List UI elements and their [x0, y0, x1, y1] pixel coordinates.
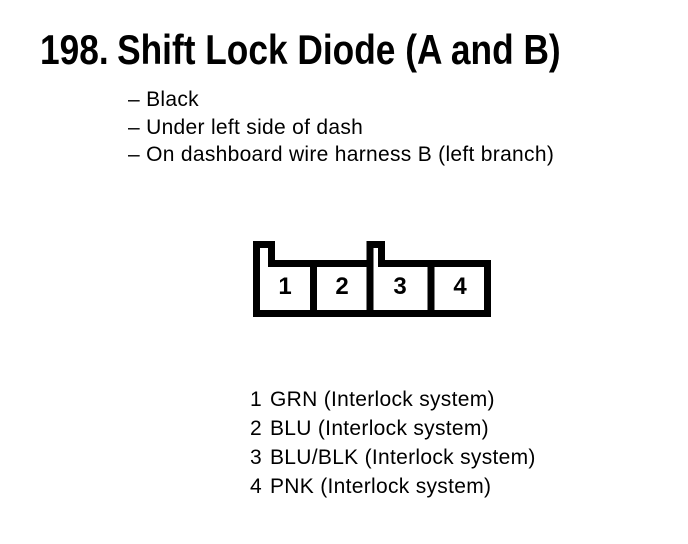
pin-number: 2	[250, 417, 262, 440]
pin-wire-label: GRN (Interlock system)	[270, 388, 495, 411]
title-text: Shift Lock Diode (A and B)	[117, 26, 561, 73]
note-location: – Under left side of dash	[128, 115, 364, 139]
pin-wire-list: 1 GRN (Interlock system) 2 BLU (Interloc…	[250, 385, 536, 501]
note-harness: – On dashboard wire harness B (left bran…	[128, 143, 555, 166]
cavity-number-1: 1	[278, 273, 291, 300]
note-color: – Black	[128, 88, 199, 111]
cavity-number-4: 4	[453, 273, 467, 300]
item-number: 198.	[40, 26, 109, 73]
pin-row: 3 BLU/BLK (Interlock system)	[250, 443, 536, 472]
pin-number: 3	[250, 446, 262, 469]
notes-list: – Black – Under left side of dash – On d…	[128, 86, 554, 169]
pin-wire-label: BLU/BLK (Interlock system)	[270, 446, 536, 469]
pin-row: 4 PNK (Interlock system)	[250, 472, 536, 501]
cavity-number-2: 2	[335, 273, 348, 300]
cavity-number-3: 3	[393, 273, 406, 300]
pin-row: 2 BLU (Interlock system)	[250, 414, 536, 443]
pin-number: 1	[250, 388, 262, 411]
page-title: 198. Shift Lock Diode (A and B)	[40, 29, 561, 71]
pin-wire-label: BLU (Interlock system)	[270, 417, 489, 440]
pin-row: 1 GRN (Interlock system)	[250, 385, 536, 414]
pin-wire-label: PNK (Interlock system)	[270, 475, 492, 498]
connector-diagram: 1 2 3 4	[253, 241, 491, 317]
pin-number: 4	[250, 475, 262, 498]
